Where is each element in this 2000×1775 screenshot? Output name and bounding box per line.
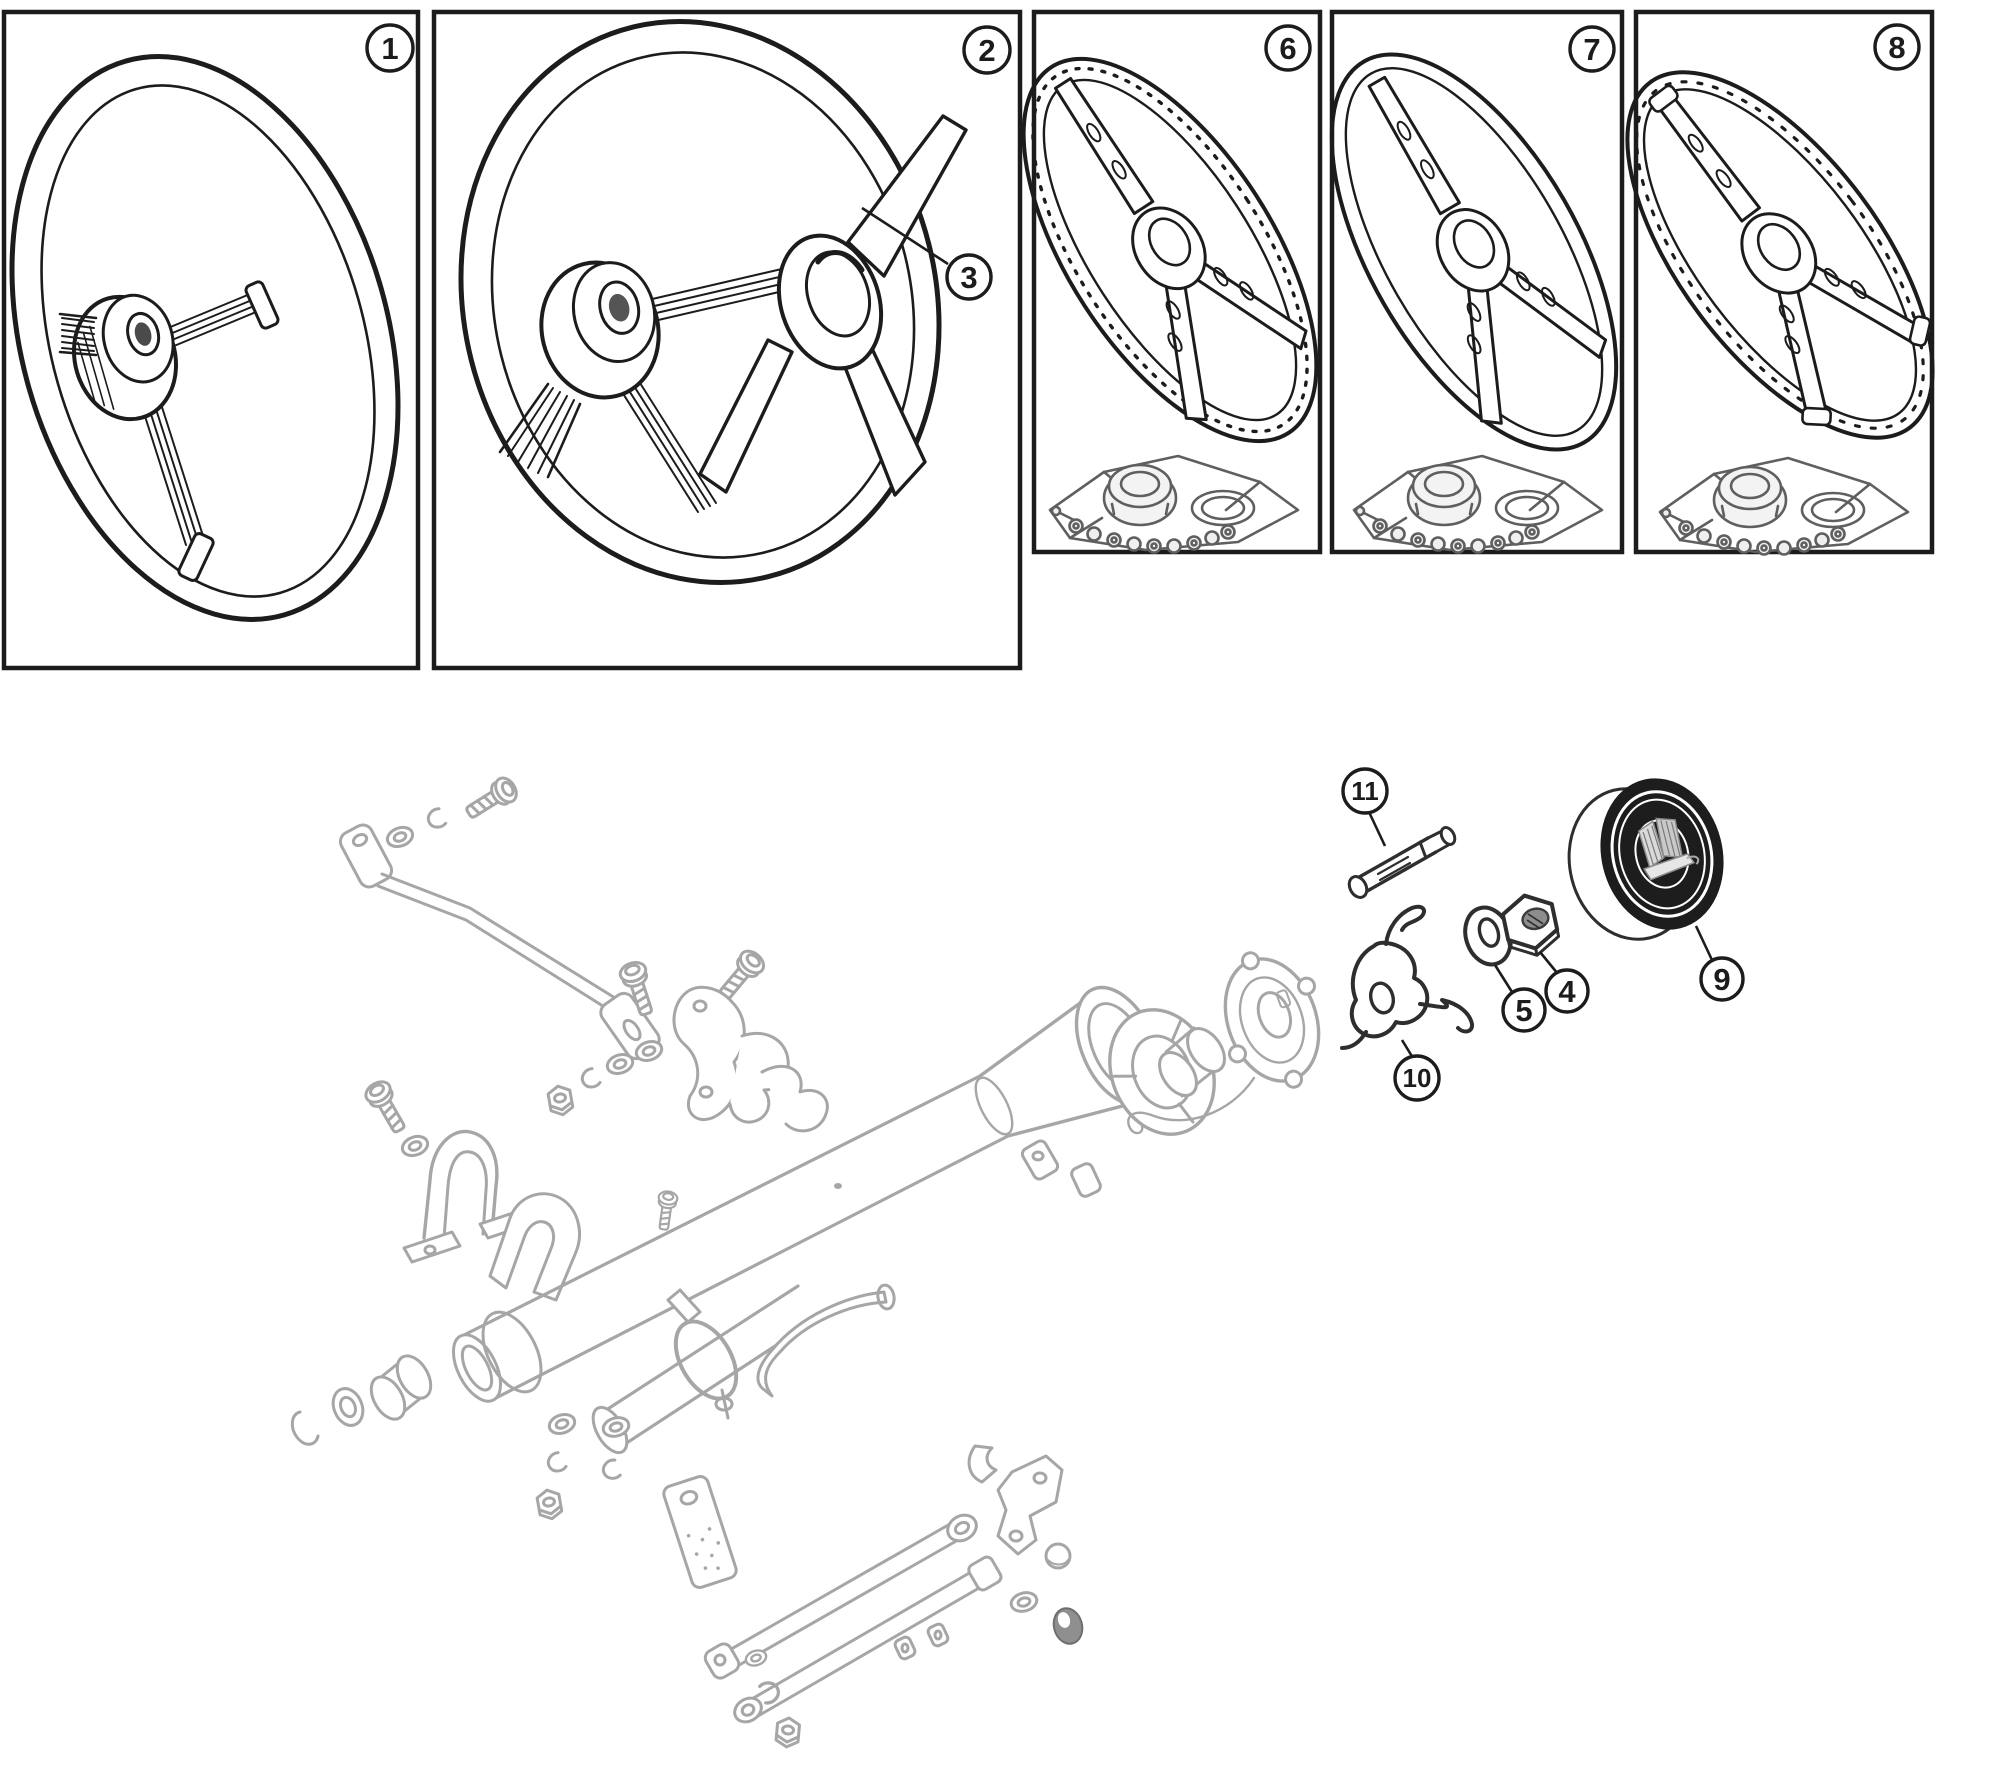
leader-9 (1694, 925, 1714, 961)
callout-8: 8 (1873, 23, 1921, 71)
column-hex-nut (1500, 893, 1561, 957)
sports-wheel-alloy (1329, 52, 1619, 554)
clip-colB (599, 1457, 623, 1483)
callout-11: 11 (1341, 767, 1389, 815)
clamp-bolt (360, 1076, 413, 1139)
callout-7: 7 (1568, 25, 1616, 73)
leader-5 (1493, 964, 1514, 993)
column-lock-washer (1463, 905, 1513, 967)
callout-9: 9 (1699, 956, 1745, 1002)
support-strap-a (703, 1513, 978, 1680)
callout-11-number: 11 (1351, 776, 1379, 806)
spacer-bush-cylinder (1158, 1026, 1226, 1098)
support-strap-b (733, 1555, 1003, 1724)
panel-2-frame (431, 9, 1023, 671)
callout-5-number: 5 (1515, 993, 1532, 1028)
washer-colA (545, 1409, 579, 1439)
clamp-washer (398, 1131, 432, 1161)
callout-4-number: 4 (1558, 974, 1576, 1009)
angle-brackets (967, 1444, 1064, 1556)
washer-a (383, 822, 417, 852)
nut-bottom (774, 1715, 802, 1750)
support-stay-rod (338, 823, 661, 1061)
leader-3 (861, 206, 949, 266)
callout-1-number: 1 (381, 31, 398, 66)
u-bush-clamp (488, 1192, 581, 1302)
horn-button-emblem (1637, 817, 1700, 881)
callout-2-number: 2 (978, 33, 995, 68)
sports-wheel-drilled (1021, 56, 1319, 554)
plug-ball (1044, 1542, 1072, 1570)
callout-2: 2 (962, 25, 1012, 75)
panel-row (1, 9, 1935, 671)
horn-contact-assembly (1340, 904, 1475, 1050)
leader-10 (1400, 1039, 1415, 1059)
callout-7-number: 7 (1583, 32, 1600, 67)
outer-column-tube (451, 985, 1162, 1403)
horn-push-button (1567, 778, 1724, 941)
callout-3-number: 3 (960, 260, 977, 295)
callout-1: 1 (365, 23, 415, 73)
small-screw (653, 1189, 680, 1232)
banjo-hub (71, 293, 179, 422)
packing-plate (662, 1475, 738, 1589)
callout-6: 6 (1264, 24, 1312, 72)
rubber-pads (893, 1622, 950, 1661)
callout-8-number: 8 (1888, 30, 1905, 65)
callout-5: 5 (1501, 987, 1547, 1033)
leader-4 (1538, 951, 1560, 975)
rubber-grommet (1052, 1607, 1084, 1645)
channel-strap (756, 1290, 888, 1398)
stay-rod-bolt-a (460, 772, 523, 826)
clip-colA (543, 1450, 569, 1477)
nut-row (545, 1082, 576, 1119)
horn-slip-ring-plate (1127, 951, 1321, 1135)
felt-bushes (290, 1354, 433, 1446)
leader-11 (1367, 811, 1387, 847)
callout-4: 4 (1544, 968, 1590, 1014)
spinner-steering-wheel (458, 19, 968, 585)
callout-6-number: 6 (1279, 31, 1296, 66)
column-pivot-pin (1347, 826, 1457, 899)
wheel-hub (539, 260, 661, 400)
mounting-bracket-plates (672, 985, 829, 1133)
washer-right (1007, 1588, 1041, 1616)
nut-colA (534, 1486, 565, 1523)
banjo-steering-wheel (9, 54, 401, 622)
clip-row (577, 1066, 603, 1093)
e-clip-a (423, 806, 448, 832)
callouts: 1 2 3 6 7 8 11 10 (365, 23, 1921, 1102)
callout-9-number: 9 (1713, 962, 1730, 997)
splined-shaft (58, 312, 98, 357)
sports-wheel-woodrim (1625, 70, 1935, 556)
callout-10-number: 10 (1403, 1063, 1432, 1093)
column-exploded-view (290, 772, 1321, 1750)
panel-1-frame (1, 9, 421, 671)
callout-3: 3 (945, 253, 993, 301)
hub-splines (498, 382, 582, 479)
callout-10: 10 (1393, 1054, 1441, 1102)
three-arm-spinner (698, 114, 968, 497)
